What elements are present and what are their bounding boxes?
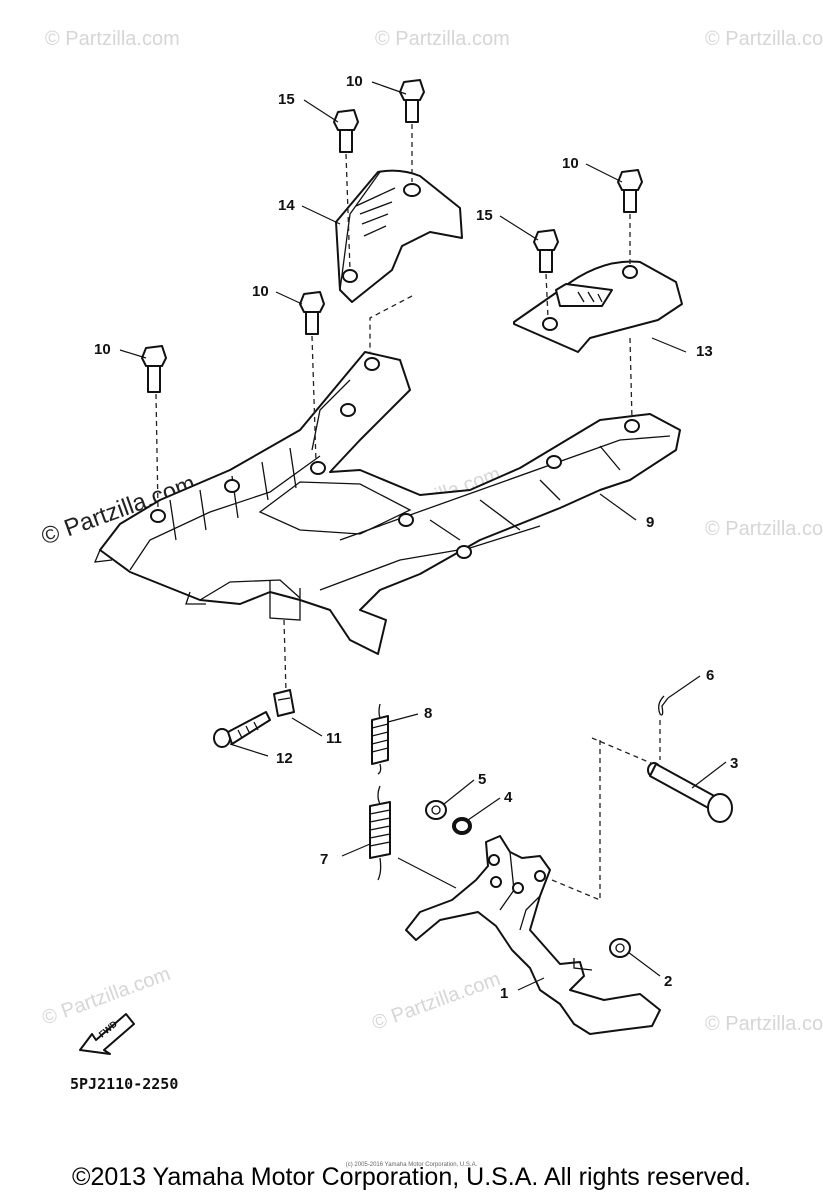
callout-12: 12: [276, 750, 293, 767]
callout-14: 14: [278, 197, 295, 214]
watermark: © Partzilla.com: [705, 1013, 823, 1035]
part-5-washer: [425, 800, 447, 820]
callout-15: 15: [476, 207, 493, 224]
part-6-pin: [658, 695, 669, 716]
fwd-arrow-icon: FWD: [79, 1013, 135, 1055]
bolt-10-right: [617, 169, 643, 213]
part-2-washer: [609, 938, 631, 958]
callout-10: 10: [94, 341, 111, 358]
bolt-15-right: [533, 229, 559, 273]
part-3-shaft: [647, 762, 733, 823]
callout-1: 1: [500, 985, 508, 1002]
bolt-10-left: [141, 345, 167, 393]
callout-4: 4: [504, 789, 513, 806]
callout-6: 6: [706, 667, 714, 684]
watermark: © Partzilla.com: [375, 28, 510, 50]
callout-13: 13: [696, 343, 713, 360]
callout-9: 9: [646, 514, 654, 531]
callout-7: 7: [320, 851, 328, 868]
diagram-code: 5PJ2110-2250: [70, 1075, 178, 1093]
callout-10: 10: [252, 283, 269, 300]
bolt-15-left: [333, 109, 359, 153]
part-11-nut: [273, 689, 295, 717]
part-12-screw: [213, 711, 271, 748]
watermark: © Partzilla.com: [705, 518, 823, 540]
copyright-notice: ©2013 Yamaha Motor Corporation, U.S.A. A…: [72, 1163, 751, 1191]
watermark: © Partzilla.com: [705, 28, 823, 50]
part-14-cover: [335, 169, 463, 303]
callout-8: 8: [424, 705, 432, 722]
part-7-spring: [369, 785, 391, 881]
part-9-footboard: [93, 351, 681, 655]
bolt-10-top: [399, 79, 425, 123]
callout-2: 2: [664, 973, 672, 990]
callout-10: 10: [562, 155, 579, 172]
part-4-oring: [452, 817, 472, 835]
part-1-stand: [405, 835, 661, 1035]
callout-5: 5: [478, 771, 486, 788]
watermark: © Partzilla.com: [39, 963, 173, 1030]
part-8-spring: [371, 703, 389, 775]
bolt-10-middle: [299, 291, 325, 335]
callout-3: 3: [730, 755, 738, 772]
callout-15: 15: [278, 91, 295, 108]
watermark: © Partzilla.com: [45, 28, 180, 50]
callout-10: 10: [346, 73, 363, 90]
tiny-notice: (c) 2005-2016 Yamaha Motor Corporation, …: [345, 1162, 478, 1168]
part-13-cover: [513, 260, 683, 353]
callout-11: 11: [326, 730, 342, 747]
watermark: © Partzilla.com: [369, 968, 503, 1035]
